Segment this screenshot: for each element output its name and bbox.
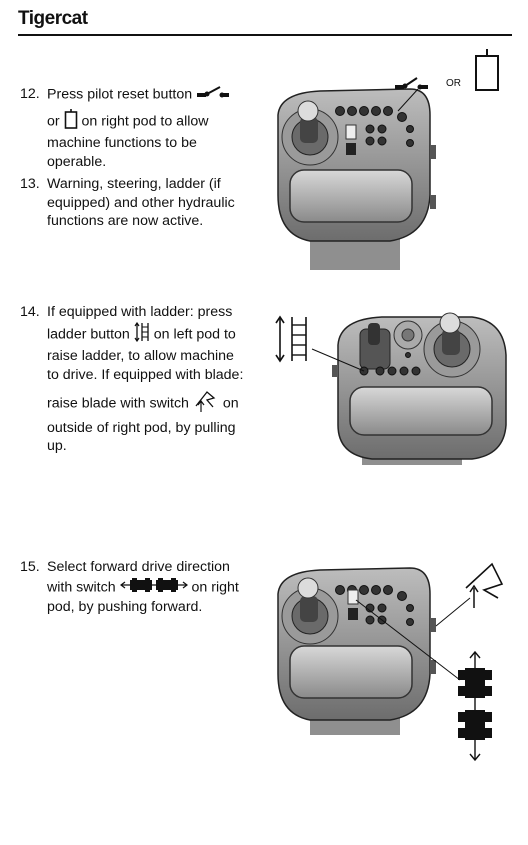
brand-logo: Tigercat [18,8,88,29]
pilot-reset-button-icon [475,49,499,91]
step-text: to drive. If equipped with blade: [47,366,244,383]
drive-direction-icon [458,650,492,762]
blade-icon [193,389,219,419]
pilot-reset-switch-icon [196,85,230,105]
step-body: Warning, steering, ladder (if equipped) … [47,175,267,231]
step-15: 15. Select forward drive direction with … [20,558,270,618]
control-pod-illustration [277,49,499,270]
step-body: Select forward drive direction with swit… [47,558,267,617]
step-13: 13. Warning, steering, ladder (if equipp… [20,175,270,235]
step-text: on [222,395,239,412]
blade-icon [465,562,504,608]
pilot-reset-switch-icon [395,77,428,90]
step-text: with switch [47,579,116,595]
step-text: or [47,113,60,129]
step-text: on right [191,579,239,595]
step-number: 13. [20,176,40,192]
pilot-reset-button-icon [64,108,78,135]
control-pod-illustration [277,562,504,762]
ladder-icon [134,321,150,348]
drive-direction-icon [119,577,188,599]
step-text: Press pilot reset button [47,86,193,103]
figure-right-pod-reset: OR [270,45,520,270]
step-text: on left pod to [153,326,236,342]
step-body: Press pilot reset button or on right pod… [47,85,267,171]
step-12: 12. Press pilot reset button or on right… [20,85,270,170]
step-text: If equipped with ladder: press [47,304,233,320]
step-text: ladder button [47,326,130,342]
figure-right-pod-drive [270,560,520,770]
ladder-icon [275,315,307,363]
step-text: outside of right pod, by pulling [47,419,236,436]
figure-left-pod-ladder [272,305,522,465]
step-text: machine functions to be [47,135,197,151]
step-number: 12. [20,86,40,102]
step-number: 15. [20,559,40,575]
step-text: operable. [47,153,107,170]
step-text: Select forward drive direction [47,559,230,575]
step-text: Warning, steering, ladder (if [47,176,221,192]
step-text: raise blade with switch [47,395,189,412]
step-text: raise ladder, to allow machine [47,348,234,364]
step-text: up. [47,438,67,454]
step-body: If equipped with ladder: press ladder bu… [47,303,267,456]
step-text: on right pod to allow [81,113,209,129]
step-14: 14. If equipped with ladder: press ladde… [20,303,270,454]
control-pod-illustration [275,312,507,465]
or-label: OR [446,78,461,89]
step-text: pod, by pushing forward. [47,599,203,615]
step-text: equipped) and other hydraulic [47,194,235,211]
step-text: functions are now active. [47,213,204,229]
step-number: 14. [20,304,40,320]
page-header: Tigercat [18,8,512,36]
